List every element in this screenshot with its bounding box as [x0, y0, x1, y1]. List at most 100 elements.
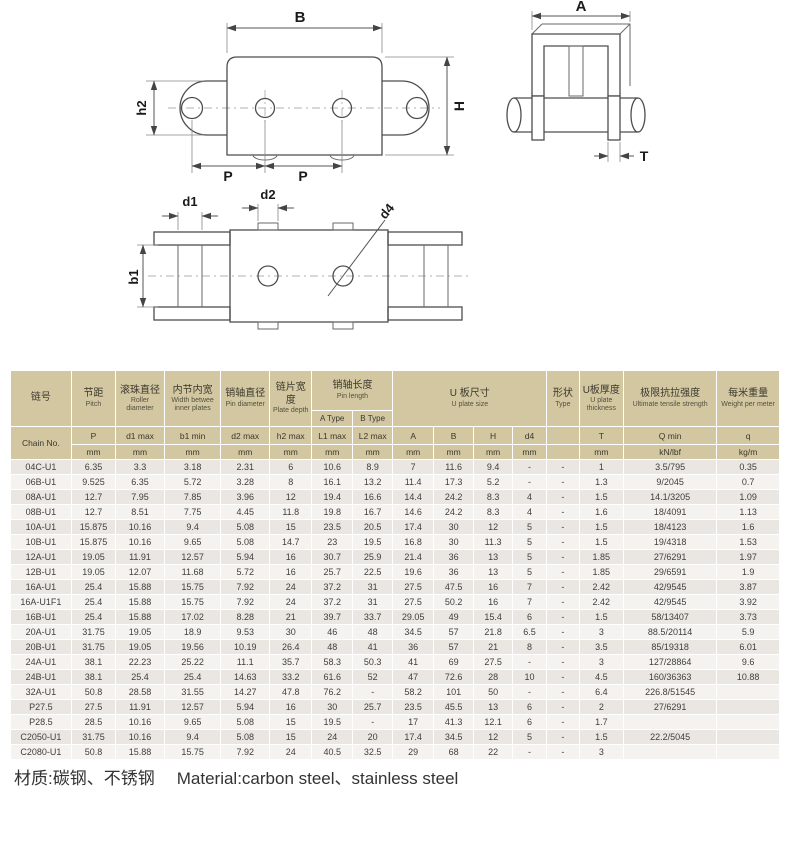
value-cell: 12.57 — [163, 549, 222, 565]
value-cell: 10.19 — [220, 639, 270, 655]
value-cell: 7.92 — [220, 594, 270, 610]
chain-no-cell: P28.5 — [10, 714, 72, 730]
value-cell: 1.6 — [716, 519, 780, 535]
value-cell: 9.65 — [163, 534, 222, 550]
value-cell: 68 — [432, 744, 475, 760]
value-cell: 9.4 — [473, 459, 513, 475]
dim-label-d4: d4 — [376, 200, 398, 222]
value-cell: 28.58 — [115, 684, 165, 700]
value-cell: 15.75 — [163, 744, 222, 760]
chain-no-cell: 08B-U1 — [10, 504, 72, 520]
chain-no-cell: 12B-U1 — [10, 564, 72, 580]
value-cell: 160/36363 — [623, 669, 718, 685]
value-cell: - — [546, 549, 580, 565]
value-cell: 29 — [392, 744, 434, 760]
value-cell: 12.1 — [473, 714, 513, 730]
value-cell: 17.4 — [392, 519, 434, 535]
value-cell — [716, 744, 780, 760]
unit-weight: kg/m — [716, 444, 780, 460]
value-cell: - — [546, 684, 580, 700]
sym-u-d4: d4 — [511, 426, 548, 445]
chain-no-cell: 32A-U1 — [10, 684, 72, 700]
value-cell: 5.94 — [220, 699, 270, 715]
value-cell: 41 — [351, 639, 394, 655]
value-cell: 31 — [351, 579, 394, 595]
value-cell: 31.75 — [70, 729, 117, 745]
sym-roller: d1 max — [115, 426, 165, 445]
value-cell: 18.9 — [163, 624, 222, 640]
value-cell: 3.3 — [115, 459, 165, 475]
value-cell: 24 — [268, 594, 313, 610]
value-cell: 3.18 — [163, 459, 222, 475]
value-cell: 4.45 — [220, 504, 270, 520]
value-cell: - — [546, 579, 580, 595]
value-cell: 25.4 — [70, 579, 117, 595]
value-cell: 17 — [392, 714, 434, 730]
unit-tensile: kN/lbf — [623, 444, 718, 460]
value-cell: 15.4 — [473, 609, 513, 625]
value-cell: 11.3 — [473, 534, 513, 550]
value-cell: 6 — [268, 459, 313, 475]
value-cell: 13 — [473, 549, 513, 565]
value-cell: 42/9545 — [623, 579, 718, 595]
value-cell — [716, 699, 780, 715]
value-cell: 13 — [473, 564, 513, 580]
value-cell: 11.68 — [163, 564, 222, 580]
value-cell: - — [546, 564, 580, 580]
value-cell: 12.07 — [115, 564, 165, 580]
value-cell: 18/4091 — [623, 504, 718, 520]
value-cell — [623, 744, 718, 760]
value-cell: 37.2 — [311, 594, 353, 610]
value-cell: 42/9545 — [623, 594, 718, 610]
value-cell: 35.7 — [268, 654, 313, 670]
value-cell: 25.22 — [163, 654, 222, 670]
unit-l2: mm — [351, 444, 394, 460]
value-cell: 8.28 — [220, 609, 270, 625]
value-cell: 46 — [311, 624, 353, 640]
value-cell: 1.5 — [578, 534, 625, 550]
value-cell: 101 — [432, 684, 475, 700]
value-cell: 30 — [432, 534, 475, 550]
value-cell: 22.2/5045 — [623, 729, 718, 745]
value-cell: 27.5 — [473, 654, 513, 670]
value-cell: 40.5 — [311, 744, 353, 760]
chain-no-cell: 06B-U1 — [10, 474, 72, 490]
value-cell: 12 — [268, 489, 313, 505]
chain-no-cell: 08A-U1 — [10, 489, 72, 505]
value-cell: - — [546, 504, 580, 520]
value-cell: 6 — [511, 714, 548, 730]
value-cell: 29/6591 — [623, 564, 718, 580]
chain-no-cell: C2080-U1 — [10, 744, 72, 760]
chain-no-cell: 12A-U1 — [10, 549, 72, 565]
value-cell: 19.6 — [392, 564, 434, 580]
value-cell: - — [546, 624, 580, 640]
value-cell: 3.96 — [220, 489, 270, 505]
value-cell: 49 — [432, 609, 475, 625]
value-cell: 25.4 — [115, 669, 165, 685]
value-cell: 5 — [511, 549, 548, 565]
value-cell: 13.2 — [351, 474, 394, 490]
value-cell: 5.08 — [220, 519, 270, 535]
value-cell: - — [546, 594, 580, 610]
value-cell: 50.8 — [70, 744, 117, 760]
header-symbol-row: Chain No. P d1 max b1 min d2 max h2 max … — [10, 426, 780, 460]
dim-label-p1: P — [223, 168, 232, 183]
value-cell: 25.7 — [351, 699, 394, 715]
dim-label-b1: b1 — [128, 269, 141, 284]
value-cell: 16.7 — [351, 504, 394, 520]
value-cell: 19.5 — [311, 714, 353, 730]
value-cell: 48 — [311, 639, 353, 655]
value-cell: 85/19318 — [623, 639, 718, 655]
side-view-drawing: B h2 H P P — [134, 9, 467, 183]
value-cell: 16 — [268, 564, 313, 580]
value-cell: 10.6 — [311, 459, 353, 475]
value-cell: 27.5 — [392, 594, 434, 610]
value-cell: 3.92 — [716, 594, 780, 610]
sym-u-b: B — [432, 426, 475, 445]
dim-label-d1: d1 — [182, 194, 197, 209]
